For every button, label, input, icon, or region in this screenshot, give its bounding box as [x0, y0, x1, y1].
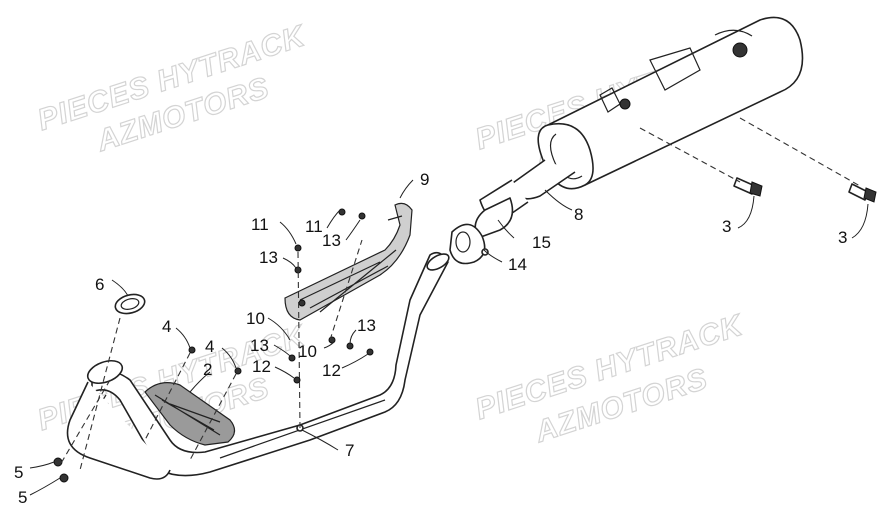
gasket: [474, 197, 514, 239]
hardware-small: [53, 208, 374, 483]
callout-13-upper-right: 13: [322, 231, 341, 250]
callout-13-lower-left: 13: [250, 336, 269, 355]
callout-10-left: 10: [246, 309, 265, 328]
watermark-bottom-right: PIECES HYTRACK AZMOTORS: [471, 308, 749, 450]
exhaust-pipe: [66, 251, 450, 480]
watermark-top-left: PIECES HYTRACK AZMOTORS: [33, 19, 311, 159]
heat-shield-front: [144, 382, 236, 446]
callout-2: 2: [203, 360, 212, 379]
callout-5-bottom: 5: [18, 488, 27, 507]
callout-9: 9: [420, 170, 429, 189]
callout-11-right: 11: [305, 217, 323, 236]
callout-3-right: 3: [838, 228, 847, 247]
heat-shield-rear: [284, 202, 413, 321]
callout-6: 6: [95, 275, 104, 294]
callout-7: 7: [345, 441, 354, 460]
callout-5-top: 5: [14, 463, 23, 482]
callout-15: 15: [532, 233, 551, 252]
alignment-line: [639, 127, 741, 183]
callout-4-right: 4: [205, 337, 214, 356]
callout-11-left: 11: [251, 215, 269, 234]
callout-12-left: 12: [252, 357, 271, 376]
alignment-line: [739, 117, 861, 187]
bolt-right: [848, 183, 877, 203]
callout-12-right: 12: [322, 361, 341, 380]
callout-13-upper-left: 13: [259, 248, 278, 267]
clamp: [449, 223, 489, 265]
callout-13-lower-right: 13: [357, 316, 376, 335]
callout-3-left: 3: [722, 217, 731, 236]
callout-10-right: 10: [298, 342, 317, 361]
leader-lines: [29, 179, 869, 496]
callout-4-left: 4: [162, 317, 171, 336]
callouts: 2 3 3 4 4 5 5 6 7 8 9 10 10 11 11 12 12 …: [14, 170, 847, 507]
gasket-ring: [114, 293, 146, 315]
callout-8: 8: [574, 205, 583, 224]
callout-14: 14: [508, 255, 527, 274]
